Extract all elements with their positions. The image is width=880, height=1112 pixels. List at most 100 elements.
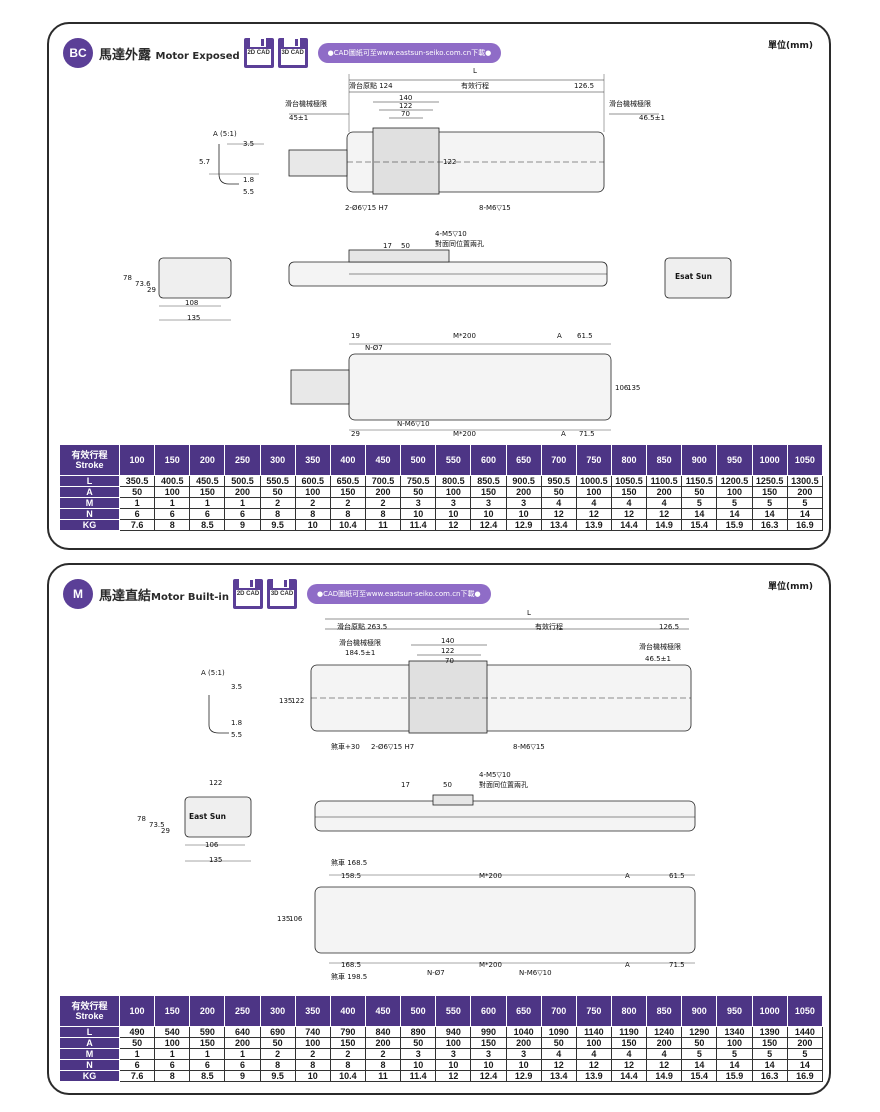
stroke-col-header: 400 xyxy=(329,444,366,476)
table-cell: 2 xyxy=(364,497,402,509)
cad-2d-download-icon[interactable]: 2D CAD xyxy=(232,579,263,609)
table-cell: 200 xyxy=(364,486,402,498)
table-cell: 8 xyxy=(154,519,191,531)
download-note[interactable]: ●CAD圖紙可至www.eastsun-seiko.com.cn下載● xyxy=(317,43,502,63)
table-cell: 8 xyxy=(364,508,402,520)
table-cell: 8 xyxy=(259,508,296,520)
table-cell: 750.5 xyxy=(400,475,437,487)
table-cell: 50 xyxy=(118,486,156,498)
bottom-N7: N-Ø7 xyxy=(427,969,445,977)
table-cell: 1050.5 xyxy=(610,475,648,487)
dim-126-5: 126.5 xyxy=(574,82,594,90)
cad-2d-download-icon[interactable]: 2D CAD xyxy=(243,38,274,68)
dim-126-5: 126.5 xyxy=(659,623,679,631)
table-cell: 12 xyxy=(540,508,577,520)
stroke-col-header: 950 xyxy=(716,995,753,1027)
table-cell: 11 xyxy=(364,1070,402,1082)
table-cell: 50 xyxy=(681,1037,718,1049)
front-hole-note: 對面同位置兩孔 xyxy=(479,780,528,789)
table-cell: 5 xyxy=(681,497,718,509)
table-cell: 16.3 xyxy=(751,1070,788,1082)
dim-70: 70 xyxy=(401,110,410,118)
stroke-col-header: 600 xyxy=(470,444,507,476)
table-cell: 14 xyxy=(751,508,788,520)
bottom-71-5: 71.5 xyxy=(669,961,685,969)
download-note[interactable]: ●CAD圖紙可至www.eastsun-seiko.com.cn下載● xyxy=(306,584,491,604)
table-cell: 1 xyxy=(189,1048,226,1060)
table-cell: 1240 xyxy=(646,1026,683,1038)
table-cell: 590 xyxy=(189,1026,226,1038)
brake-198-5: 煞車 198.5 xyxy=(331,972,367,981)
table-cell: 900.5 xyxy=(505,475,542,487)
slider-block xyxy=(408,660,488,734)
stroke-col-header: 200 xyxy=(189,444,226,476)
table-cell: 13.4 xyxy=(540,519,577,531)
front-50: 50 xyxy=(401,242,410,250)
table-cell: 6 xyxy=(189,1059,226,1071)
end-view xyxy=(184,796,252,838)
table-cell: 5 xyxy=(751,497,788,509)
table-cell: 14 xyxy=(716,508,753,520)
bottom-view-body xyxy=(314,886,696,954)
table-cell: 11 xyxy=(364,519,402,531)
thread-note: 8-M6▽15 xyxy=(513,743,545,751)
table-cell: 650.5 xyxy=(329,475,366,487)
row-label: A xyxy=(59,486,120,498)
table-cell: 150 xyxy=(189,486,226,498)
table-cell: 4 xyxy=(610,1048,648,1060)
table-cell: 1000.5 xyxy=(575,475,612,487)
table-cell: 3 xyxy=(505,1048,542,1060)
stroke-col-header: 550 xyxy=(435,444,472,476)
table-cell: 1300.5 xyxy=(786,475,824,487)
table-cell: 13.4 xyxy=(540,1070,577,1082)
front-m5-note: 4-M5▽10 xyxy=(479,771,511,779)
stroke-col-header: 450 xyxy=(364,444,402,476)
table-cell: 3 xyxy=(505,497,542,509)
table-cell: 4 xyxy=(540,497,577,509)
table-cell: 14.9 xyxy=(646,519,683,531)
stroke-col-header: 350 xyxy=(294,444,331,476)
table-cell: 450.5 xyxy=(189,475,226,487)
table-cell: 150 xyxy=(610,486,648,498)
stroke-col-header: 1050 xyxy=(786,995,824,1027)
table-cell: 12 xyxy=(540,1059,577,1071)
dim-origin: 滑台原點 124 xyxy=(349,81,393,90)
table-cell: 200 xyxy=(224,486,261,498)
cad-3d-download-icon[interactable]: 3D CAD xyxy=(266,579,297,609)
table-cell: 3 xyxy=(435,497,472,509)
stroke-col-header: 500 xyxy=(400,995,437,1027)
table-cell: 9.5 xyxy=(259,1070,296,1082)
stroke-col-header: 550 xyxy=(435,995,472,1027)
stroke-col-header: 100 xyxy=(118,444,156,476)
table-cell: 5 xyxy=(716,497,753,509)
table-cell: 150 xyxy=(470,486,507,498)
bottom-135: 135 xyxy=(627,384,640,392)
bottom-158-5: 158.5 xyxy=(341,872,361,880)
bottom-M200: M*200 xyxy=(453,332,476,340)
table-cell: 200 xyxy=(786,1037,824,1049)
table-cell: 50 xyxy=(400,486,437,498)
cad-3d-download-icon[interactable]: 3D CAD xyxy=(277,38,308,68)
table-cell: 13.9 xyxy=(575,1070,612,1082)
table-cell: 350.5 xyxy=(118,475,156,487)
table-cell: 1150.5 xyxy=(681,475,718,487)
table-cell: 5 xyxy=(681,1048,718,1060)
end-108: 108 xyxy=(185,299,198,307)
limit-left-value: 45±1 xyxy=(289,114,308,122)
table-cell: 200 xyxy=(364,1037,402,1049)
table-cell: 2 xyxy=(294,497,331,509)
table-cell: 6 xyxy=(118,508,156,520)
table-cell: 4 xyxy=(610,497,648,509)
dim-140: 140 xyxy=(399,94,412,102)
detail-5-5: 5.5 xyxy=(243,188,254,196)
table-cell: 790 xyxy=(329,1026,366,1038)
bottom-M200-2: M*200 xyxy=(453,430,476,438)
table-cell: 640 xyxy=(224,1026,261,1038)
table-cell: 1200.5 xyxy=(716,475,753,487)
table-cell: 990 xyxy=(470,1026,507,1038)
limit-right-value: 46.5±1 xyxy=(639,114,665,122)
row-label: N xyxy=(59,508,120,520)
